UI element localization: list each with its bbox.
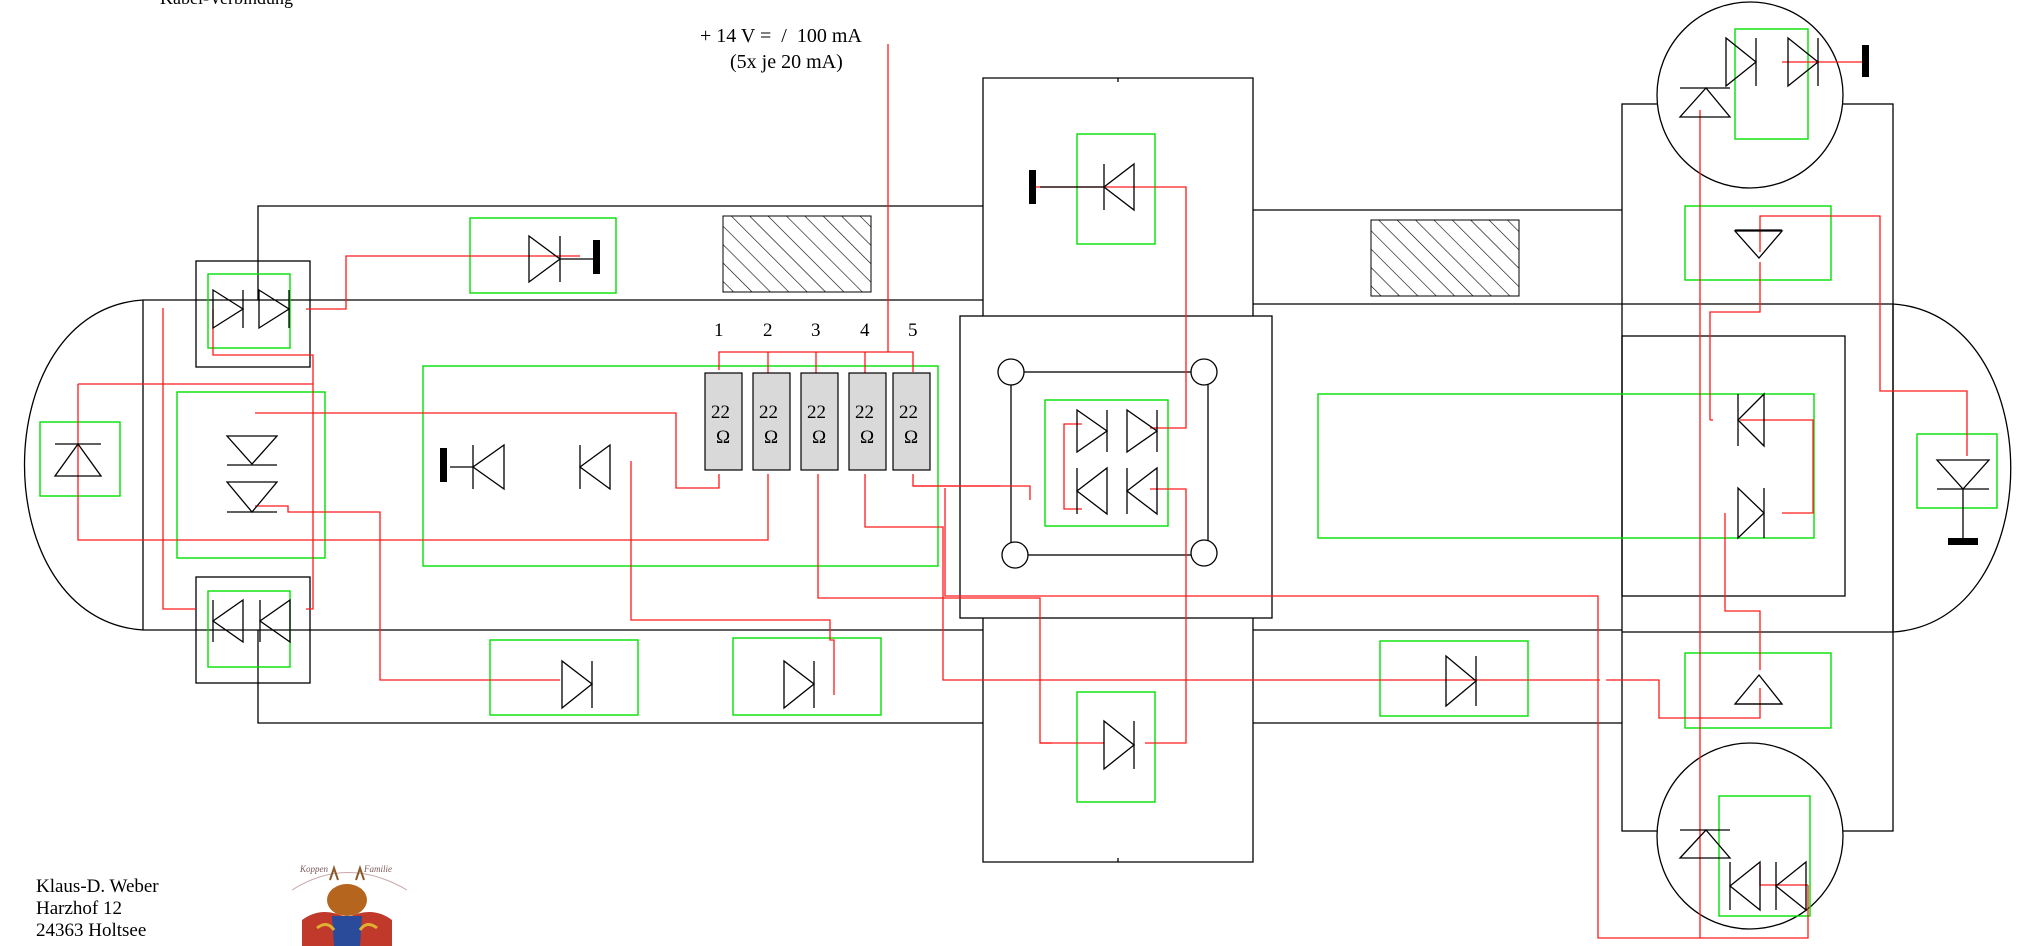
- diode-pair-bottom-left: [211, 598, 291, 644]
- diode-center-top: [1040, 162, 1135, 212]
- terminal-center-top: [1029, 170, 1036, 204]
- address-city: 24363 Holtsee: [36, 920, 147, 941]
- resistor-number-3: 3: [811, 320, 821, 341]
- diode-resistor-module: [450, 443, 611, 491]
- terminals: [440, 45, 1978, 545]
- resistor-1-unit: Ω: [716, 427, 730, 448]
- address-block: Klaus-D. Weber Harzhof 12 24363 Holtsee: [36, 876, 159, 942]
- resistor-number-4: 4: [860, 320, 870, 341]
- diode-left-cap: [53, 442, 103, 477]
- diode-lower-1: [561, 659, 594, 710]
- family-crest-logo: Koppen Familie: [291, 864, 408, 946]
- header-note: Kabel-Verbindung: [160, 0, 293, 9]
- terminal-upper-left: [593, 240, 600, 274]
- resistor-1: [704, 372, 743, 471]
- diode-right-cap: [1935, 459, 1991, 490]
- resistor-bank: 1 2 3 4 5 22 Ω 22 Ω 22 Ω 22 Ω 22 Ω: [704, 320, 931, 471]
- terminal-round-top: [1862, 45, 1869, 77]
- address-name: Klaus-D. Weber: [36, 876, 159, 897]
- diode-right-top: [1733, 229, 1784, 259]
- svg-text:Familie: Familie: [363, 864, 392, 874]
- resistor-2: [752, 372, 791, 471]
- diode-upper-left: [528, 234, 593, 284]
- resistor-4-unit: Ω: [860, 427, 874, 448]
- terminal-resistor-module: [440, 448, 447, 482]
- resistor-number-2: 2: [763, 320, 773, 341]
- resistor-2-value: 22: [759, 402, 778, 423]
- address-street: Harzhof 12: [36, 898, 122, 919]
- diode-right-mid-2: [1737, 486, 1765, 540]
- layout-outline: [23, 1, 2012, 930]
- wiring: [77, 44, 1968, 939]
- resistor-number-1: 1: [714, 320, 724, 341]
- resistor-4: [848, 372, 887, 471]
- resistor-2-unit: Ω: [764, 427, 778, 448]
- power-split-label: (5x je 20 mA): [730, 51, 843, 73]
- power-supply-label: + 14 V = / 100 mA: [700, 25, 862, 47]
- resistor-3-value: 22: [807, 402, 826, 423]
- diode-center-switch: [1075, 408, 1159, 516]
- diode-right-mid-1: [1737, 392, 1765, 448]
- resistor-3: [800, 372, 839, 471]
- diode-right-lower: [1733, 673, 1784, 705]
- resistor-5: [892, 372, 931, 471]
- diode-pair-top-left: [212, 288, 291, 330]
- resistor-5-value: 22: [899, 402, 918, 423]
- terminal-right-cap: [1948, 538, 1978, 545]
- resistor-1-value: 22: [711, 402, 730, 423]
- diode-vertical-pair: [225, 435, 279, 514]
- diode-lower-right: [1445, 654, 1478, 708]
- resistor-3-unit: Ω: [812, 427, 826, 448]
- diode-round-bottom: [1678, 829, 1807, 912]
- svg-text:Koppen: Koppen: [299, 864, 328, 874]
- resistor-5-unit: Ω: [904, 427, 918, 448]
- diode-center-bottom: [1103, 719, 1136, 771]
- diode-lower-2: [783, 659, 816, 710]
- resistor-4-value: 22: [855, 402, 874, 423]
- hatched-areas: [722, 215, 1520, 297]
- diode-round-top: [1678, 36, 1820, 118]
- resistor-number-5: 5: [908, 320, 918, 341]
